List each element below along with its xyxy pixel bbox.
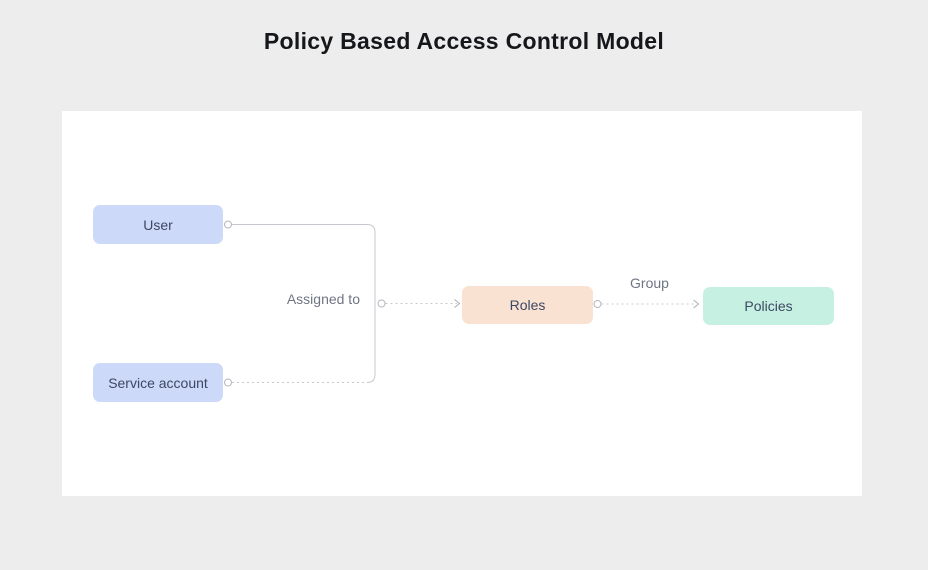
node-roles[interactable]: Roles <box>462 286 593 324</box>
node-roles-label: Roles <box>509 297 546 313</box>
diagram-canvas: User Service account Roles Policies Assi… <box>62 111 862 496</box>
node-user-label: User <box>143 216 173 233</box>
node-policies-label: Policies <box>744 298 793 314</box>
edge-label-assigned-to: Assigned to <box>286 291 360 307</box>
connector-handle-roles[interactable] <box>593 300 602 308</box>
arrowhead-into-roles-icon <box>454 299 461 308</box>
edge-label-group: Group <box>630 275 669 291</box>
edge-user-to-junction <box>231 224 376 383</box>
node-service-account[interactable]: Service account <box>93 363 223 402</box>
diagram-title: Policy Based Access Control Model <box>263 28 665 54</box>
node-service-account-label: Service account <box>108 374 208 391</box>
node-policies[interactable]: Policies <box>703 287 834 325</box>
node-user[interactable]: User <box>93 205 223 244</box>
edges-layer <box>224 220 700 387</box>
connector-handle-user[interactable] <box>224 220 232 229</box>
connector-handle-service-account[interactable] <box>224 378 232 387</box>
connector-handle-junction[interactable] <box>377 299 386 308</box>
arrowhead-into-policies-icon <box>693 299 700 309</box>
